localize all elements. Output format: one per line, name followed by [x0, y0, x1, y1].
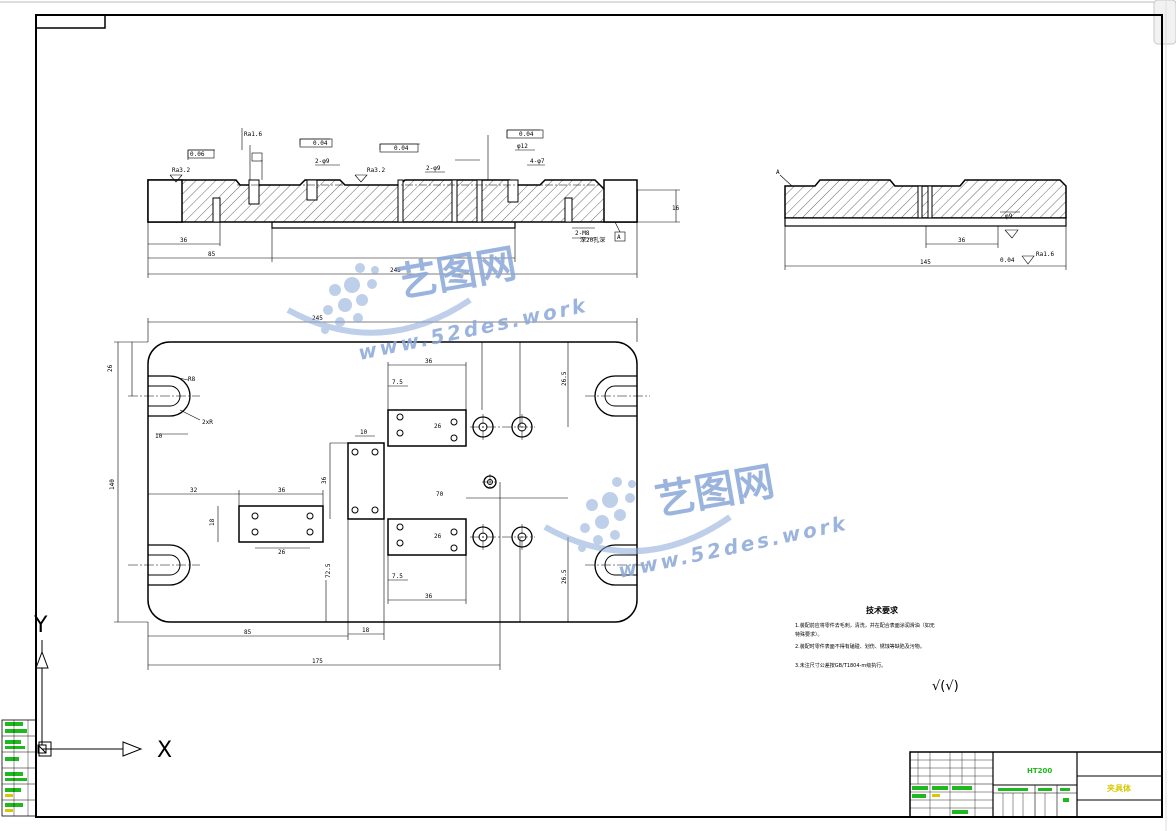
side-section-view[interactable]	[784, 179, 1067, 227]
tech-req-line-4: 3.未注尺寸公差按GB/T1804-m级执行。	[795, 662, 886, 669]
drawing-border	[35, 14, 1163, 818]
plan-view-dimensions	[114, 318, 638, 670]
title-block	[909, 751, 1163, 818]
svg-text:0.04: 0.04	[519, 131, 534, 138]
front-view-dim-labels: 36 85 245 16 0.06 0.04 0.04 0.04 Ra3.2 R…	[172, 131, 680, 274]
svg-text:A: A	[617, 234, 621, 241]
svg-text:32: 32	[190, 487, 198, 494]
svg-text:R8: R8	[188, 376, 196, 383]
title-block-material: HT200	[1027, 767, 1052, 775]
tech-req-line-3: 2.装配时零件表面不得有磕碰、划伤、锈蚀等缺陷及污物。	[795, 643, 925, 650]
svg-text:Ra1.6: Ra1.6	[244, 131, 262, 138]
side-view-dimensions	[779, 174, 1067, 270]
front-view-dimensions	[147, 128, 680, 278]
svg-text:Ra3.2: Ra3.2	[172, 167, 190, 174]
svg-text:φ9: φ9	[1005, 213, 1013, 220]
svg-text:16: 16	[672, 205, 680, 212]
svg-text:4-φ7: 4-φ7	[530, 158, 545, 165]
title-block-fills	[912, 786, 1070, 814]
svg-text:2xR: 2xR	[202, 419, 213, 426]
svg-text:2-φ9: 2-φ9	[426, 165, 441, 172]
tech-req-line-2: 特殊要求）。	[795, 631, 823, 638]
svg-text:0.04: 0.04	[1000, 257, 1015, 264]
svg-text:26: 26	[434, 533, 442, 540]
title-block-drawing-name: 夹具体	[1107, 783, 1132, 793]
svg-text:2-φ9: 2-φ9	[315, 158, 330, 165]
left-layer-legend	[1, 719, 37, 817]
scroll-corner[interactable]	[1153, 0, 1176, 45]
svg-text:10: 10	[360, 429, 368, 436]
svg-text:26.5: 26.5	[561, 371, 568, 386]
plan-view-centerlines	[128, 395, 650, 566]
svg-text:36: 36	[278, 487, 286, 494]
svg-text:7.5: 7.5	[392, 379, 403, 386]
svg-text:70: 70	[436, 491, 444, 498]
svg-text:A: A	[776, 169, 780, 176]
svg-text:深20孔深: 深20孔深	[580, 236, 605, 244]
svg-text:26: 26	[278, 549, 286, 556]
svg-text:245: 245	[312, 315, 323, 322]
svg-text:Ra1.6: Ra1.6	[1036, 251, 1054, 258]
ucs-icon	[35, 640, 143, 757]
front-section-view[interactable]	[147, 179, 638, 229]
svg-text:145: 145	[920, 259, 931, 266]
svg-text:0.04: 0.04	[313, 140, 328, 147]
svg-text:26.5: 26.5	[561, 569, 568, 584]
svg-text:140: 140	[109, 479, 116, 490]
side-view-dim-labels: A 36 145 Ra1.6 0.04 φ9	[776, 169, 1054, 266]
svg-text:36: 36	[321, 476, 328, 484]
svg-text:10: 10	[155, 433, 163, 440]
svg-text:36: 36	[958, 237, 966, 244]
svg-text:26: 26	[107, 364, 114, 372]
tech-req-line-1: 1.装配前应将零件去毛刺，清洗，并在配合表面涂润滑油（如无	[795, 622, 935, 629]
svg-text:2-M8: 2-M8	[575, 230, 590, 237]
svg-text:7.5: 7.5	[392, 573, 403, 580]
svg-text:26: 26	[434, 423, 442, 430]
technical-requirements: 技术要求 1.装配前应将零件去毛刺，清洗，并在配合表面涂润滑油（如无 特殊要求）…	[795, 605, 959, 694]
svg-text:0.04: 0.04	[394, 145, 409, 152]
plan-view-dim-labels: 245 140 26 175 85 18 36 7.5 36 7.5 32 36…	[107, 315, 568, 665]
svg-text:175: 175	[312, 658, 323, 665]
ucs-y-label: Y	[33, 613, 48, 638]
svg-text:85: 85	[208, 251, 216, 258]
tech-req-title: 技术要求	[866, 605, 899, 615]
svg-text:18: 18	[209, 518, 216, 526]
ucs-x-label: X	[157, 738, 172, 763]
svg-text:18: 18	[362, 627, 370, 634]
svg-text:36: 36	[425, 593, 433, 600]
svg-text:φ12: φ12	[517, 143, 528, 150]
svg-text:85: 85	[244, 629, 252, 636]
roughness-symbol: √(√)	[932, 679, 959, 694]
svg-text:36: 36	[180, 237, 188, 244]
svg-text:72.5: 72.5	[325, 563, 332, 578]
svg-text:Ra3.2: Ra3.2	[367, 167, 385, 174]
svg-text:36: 36	[425, 358, 433, 365]
svg-text:0.06: 0.06	[190, 151, 205, 158]
svg-text:245: 245	[390, 267, 401, 274]
